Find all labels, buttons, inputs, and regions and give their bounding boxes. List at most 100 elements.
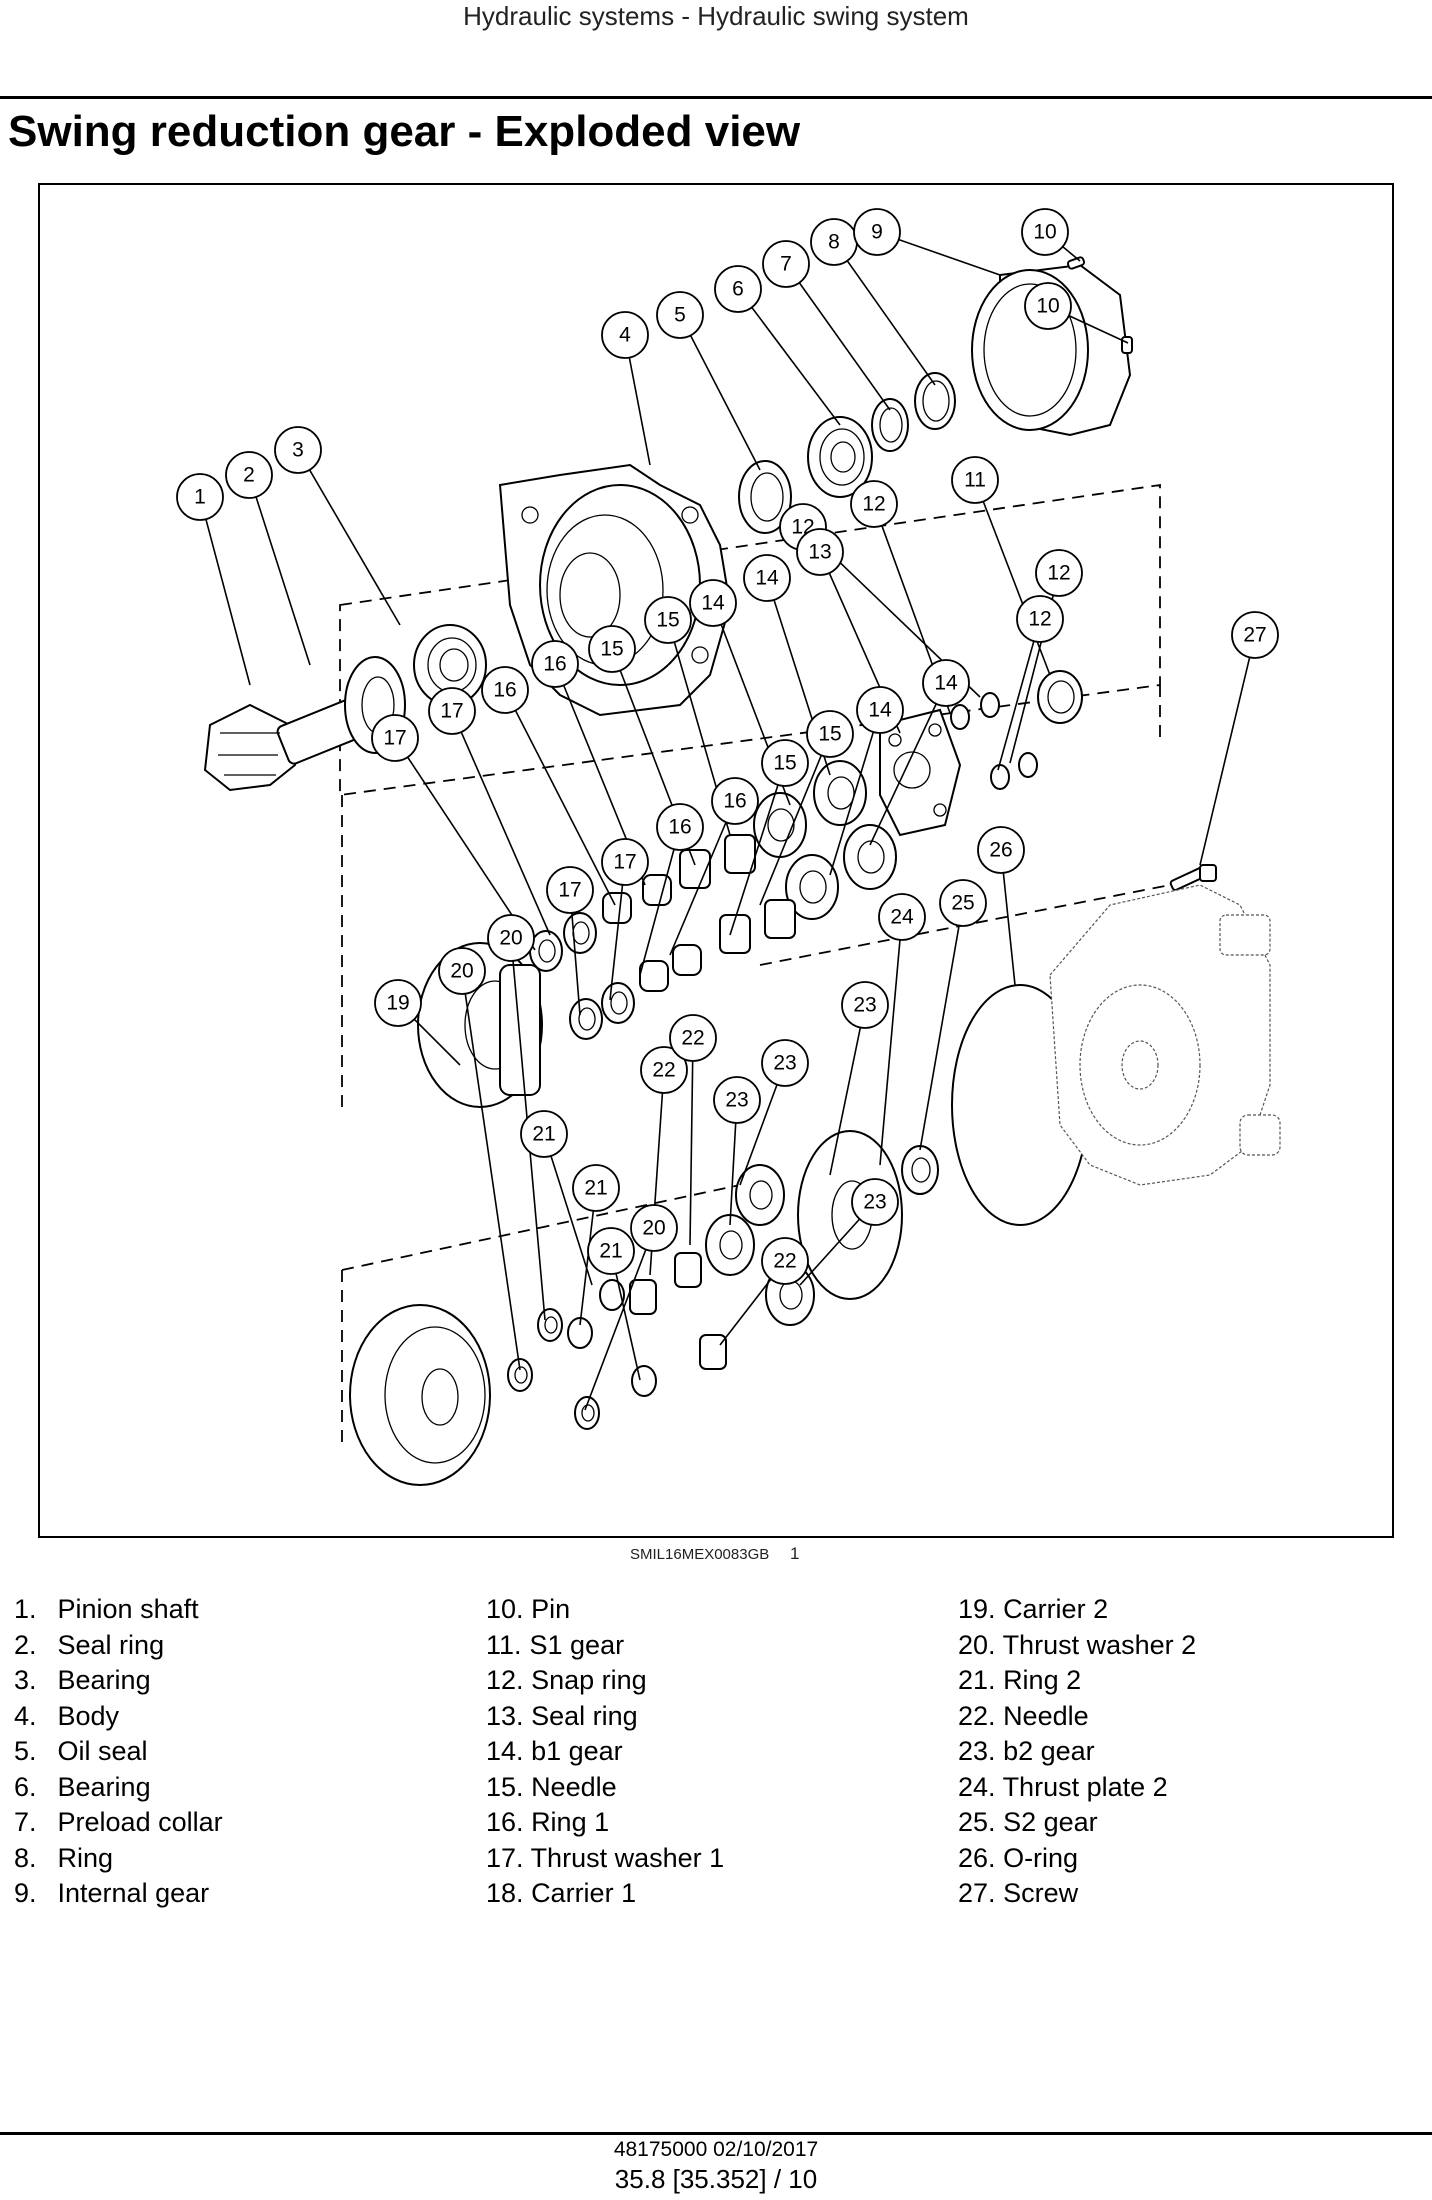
callout-label: 16 xyxy=(543,653,566,676)
callout-balloon: 10 xyxy=(1021,208,1069,256)
callout-balloon: 19 xyxy=(374,979,422,1027)
s2-gear-drawing xyxy=(901,1145,939,1195)
callout-circle xyxy=(487,914,535,962)
callout-balloon: 16 xyxy=(656,803,704,851)
callout-circle xyxy=(438,947,486,995)
callout-label: 13 xyxy=(808,541,831,564)
legend-item: 19. Carrier 2 xyxy=(958,1594,1109,1624)
callout-leader xyxy=(737,288,841,426)
callout-balloon: 3 xyxy=(274,426,322,474)
callout-leader xyxy=(199,496,251,686)
callout-balloon: 2 xyxy=(225,451,273,499)
callout-circle xyxy=(587,1227,635,1275)
callout-balloon: 16 xyxy=(711,777,759,825)
callout-label: 2 xyxy=(243,464,255,487)
callout-balloon: 23 xyxy=(851,1178,899,1226)
callout-balloon: 17 xyxy=(428,687,476,735)
callout-circle xyxy=(630,1204,678,1252)
callout-circle xyxy=(520,1110,568,1158)
callout-label: 10 xyxy=(1036,295,1059,318)
callout-label: 15 xyxy=(818,723,841,746)
legend-item: 11. S1 gear xyxy=(486,1629,625,1660)
callout-balloon: 9 xyxy=(853,208,901,256)
legend-item: 13. Seal ring xyxy=(486,1700,638,1731)
callout-balloon: 25 xyxy=(939,879,987,927)
callout-label: 4 xyxy=(619,324,631,347)
callout-balloon: 11 xyxy=(951,456,999,504)
callout-label: 21 xyxy=(532,1123,555,1146)
callout-label: 14 xyxy=(868,699,892,722)
callout-balloon: 22 xyxy=(640,1046,688,1094)
page-title: Swing reduction gear - Exploded view xyxy=(8,107,801,156)
figure-number: 1 xyxy=(790,1544,800,1563)
callout-leader xyxy=(669,800,736,956)
callout-balloon: 14 xyxy=(689,579,737,627)
legend-item: 15. Needle xyxy=(486,1771,617,1802)
callout-label: 20 xyxy=(499,927,522,950)
callout-circle xyxy=(656,803,704,851)
callout-leader xyxy=(584,1227,655,1411)
callout-label: 17 xyxy=(558,879,581,902)
callout-leader xyxy=(869,682,947,846)
legend-item: 27. Screw xyxy=(958,1878,1079,1908)
legend-item: 21. Ring 2 xyxy=(958,1665,1082,1695)
ring-1-drawings xyxy=(602,874,702,992)
callout-balloon: 14 xyxy=(856,686,904,734)
callout-leader xyxy=(504,689,616,906)
callout-balloon: 17 xyxy=(371,714,419,762)
callout-label: 21 xyxy=(584,1177,607,1200)
s1-gear-drawing xyxy=(1037,670,1083,724)
callout-circle xyxy=(841,981,889,1029)
callout-circle xyxy=(951,456,999,504)
callout-balloon: 21 xyxy=(572,1164,620,1212)
callout-balloon: 23 xyxy=(713,1076,761,1124)
callout-label: 25 xyxy=(951,892,974,915)
bearing-3-drawing xyxy=(413,624,487,706)
callout-balloon: 24 xyxy=(878,893,926,941)
legend-item: 14. b1 gear xyxy=(486,1736,623,1766)
callout-balloon: 12 xyxy=(1016,595,1064,643)
callout-balloon: 15 xyxy=(644,596,692,644)
legend-item: 25. S2 gear xyxy=(958,1807,1098,1837)
callout-balloon: 15 xyxy=(806,710,854,758)
callout-leader xyxy=(248,474,311,666)
callout-circle xyxy=(601,311,649,359)
callout-leader xyxy=(689,1037,694,1246)
callout-label: 27 xyxy=(1243,624,1266,647)
callout-balloon: 20 xyxy=(438,947,486,995)
callout-label: 11 xyxy=(964,469,986,492)
callout-label: 14 xyxy=(934,672,958,695)
callout-leader xyxy=(297,449,401,626)
legend-item: 24. Thrust plate 2 xyxy=(958,1771,1168,1802)
snap-ring-drawings xyxy=(950,692,1038,790)
legend-item: 22. Needle xyxy=(958,1700,1089,1731)
callout-label: 5 xyxy=(674,304,686,327)
callout-balloon: 1 xyxy=(176,473,224,521)
callout-label: 17 xyxy=(440,700,463,723)
legend-item: 20. Thrust washer 2 xyxy=(958,1629,1197,1660)
callout-circle xyxy=(546,866,594,914)
legend-item: 4. Body xyxy=(14,1700,120,1731)
callout-balloon: 4 xyxy=(601,311,649,359)
thrust-washer-1-drawings xyxy=(529,912,635,1040)
callout-balloon: 21 xyxy=(587,1227,635,1275)
preload-collar-drawing xyxy=(871,398,909,452)
screw-drawing xyxy=(1169,864,1217,891)
legend-item: 12. Snap ring xyxy=(486,1665,647,1695)
callout-circle xyxy=(588,625,636,673)
callout-circle xyxy=(640,1046,688,1094)
callout-circle xyxy=(531,640,579,688)
callout-label: 1 xyxy=(194,486,206,509)
callout-circle xyxy=(1024,282,1072,330)
callout-balloon: 14 xyxy=(743,554,791,602)
legend-item: 9. Internal gear xyxy=(14,1878,210,1908)
callout-balloon: 12 xyxy=(850,480,898,528)
callout-circle xyxy=(939,879,987,927)
callout-circle xyxy=(856,686,904,734)
callout-balloon: 17 xyxy=(601,838,649,886)
callout-leader xyxy=(785,263,891,411)
callout-circle xyxy=(656,291,704,339)
callout-balloon: 23 xyxy=(841,981,889,1029)
legend-item: 16. Ring 1 xyxy=(486,1807,610,1837)
